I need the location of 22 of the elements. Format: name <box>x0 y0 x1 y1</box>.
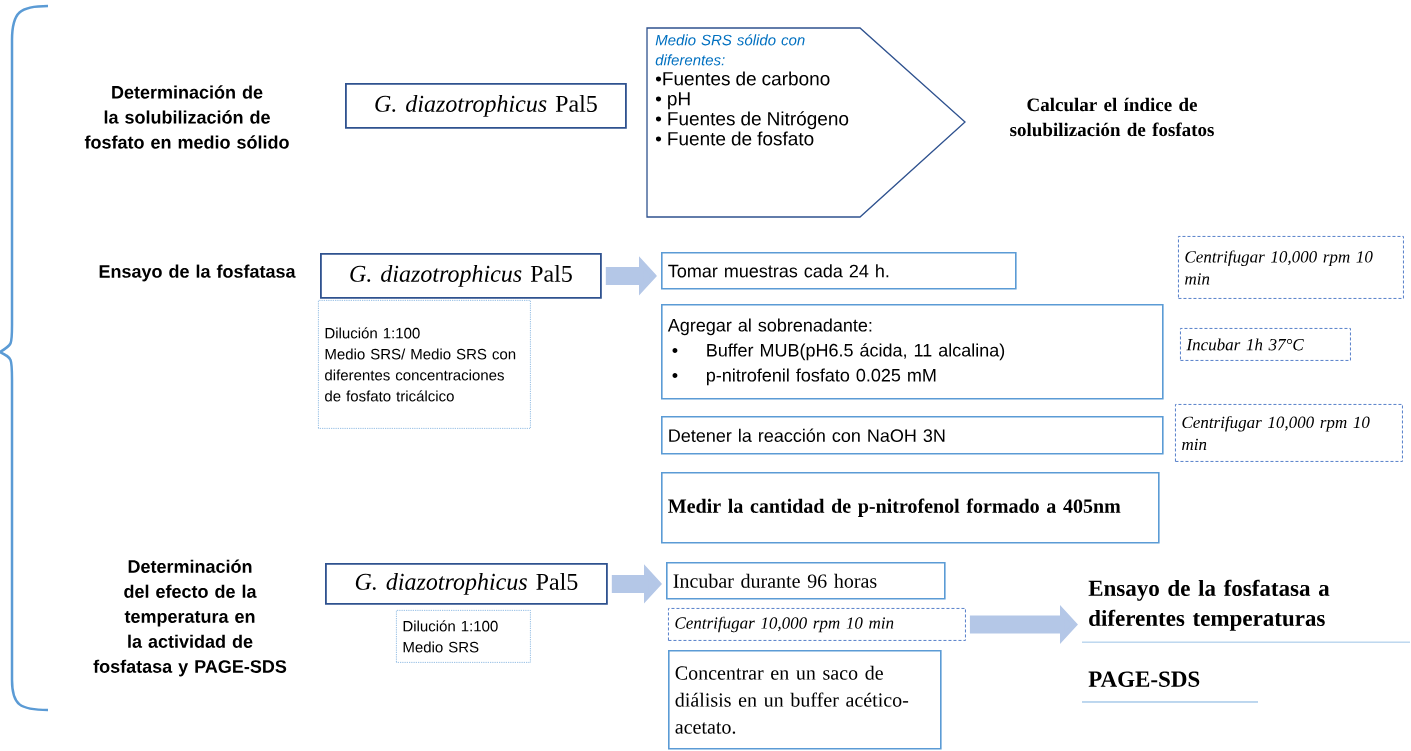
section-heading: Determinación del efecto de la temperatura en la actividad de fosfatasa y PAGE-SDS <box>93 559 287 677</box>
step-box: Tomar muestras cada 24 h. <box>661 252 1017 290</box>
note-box: Incubar 1h 37°C <box>1180 328 1351 361</box>
heading-text: Ensayo de la fosfatasa a diferentes temperaturas <box>1081 579 1411 643</box>
note-box: Centrifugar 10,000 rpm 10 min <box>1178 236 1404 299</box>
note-box: Dilución 1:100 Medio SRS/ Medio SRS con diferentes concentraciones de fosfato tricálcico <box>318 300 531 429</box>
section-heading: Determinación de la solubilización de fosfato en medio sólido <box>84 85 289 149</box>
note-box: Centrifugar 10,000 rpm 10 min <box>668 608 966 641</box>
step-box: Agregar al sobrenadante: • Buffer MUB(pH6.5 ácida, 11 alcalina) • p-nitrofenil fosfato 0.025 mM <box>661 304 1164 400</box>
strain-box: G. diazotrophicus Pal5 <box>345 83 627 129</box>
step-box: Detener la reacción con NaOH 3N <box>661 416 1164 455</box>
note-box: Centrifugar 10,000 rpm 10 min <box>1175 404 1403 462</box>
step-box: Medir la cantidad de p-nitrofenol formado a 405nm <box>661 472 1160 544</box>
heading-text: PAGE-SDS <box>1081 671 1259 703</box>
pentagon-box: Medio SRS sólido con diferentes: •Fuentes de carbono • pH • Fuentes de Nitrógeno • Fuente de fosfato <box>646 27 966 218</box>
strain-box: G. diazotrophicus Pal5 <box>325 563 608 605</box>
step-box: Concentrar en un saco de diálisis en un buffer acético-acetato. <box>668 650 942 750</box>
section-heading: Calcular el índice de solubilización de fosfatos <box>1010 97 1214 137</box>
section-heading: Ensayo de la fosfatasa <box>99 264 296 282</box>
step-box: Incubar durante 96 horas <box>666 562 946 600</box>
note-box: Dilución 1:100 Medio SRS <box>396 610 531 663</box>
strain-box: G. diazotrophicus Pal5 <box>320 253 602 299</box>
